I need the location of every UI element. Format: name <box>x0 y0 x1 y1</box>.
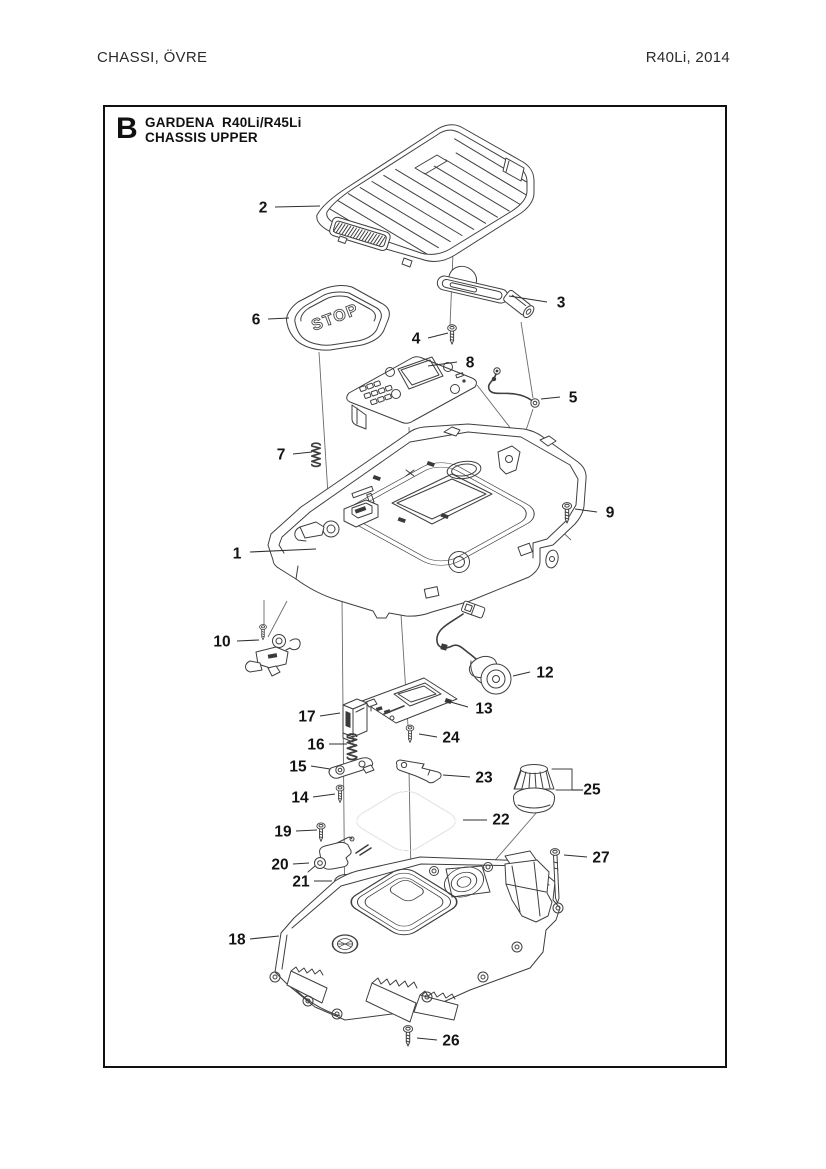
part-label-15: 15 <box>289 759 307 776</box>
part-label-17: 17 <box>298 709 315 726</box>
part-label-27: 27 <box>592 850 609 867</box>
part-label-19: 19 <box>274 824 292 841</box>
part-19-screw <box>316 822 326 842</box>
panel-title-line1: GARDENA R40Li/R45Li <box>145 115 302 130</box>
leader-line-15 <box>310 765 331 770</box>
part-label-14: 14 <box>291 790 309 807</box>
leader-line-5 <box>540 396 561 400</box>
part-25-knob <box>513 764 573 814</box>
part-26-screw <box>402 1025 414 1047</box>
leader-line-27 <box>563 854 588 858</box>
leader-line-23 <box>442 774 471 778</box>
part-2-top-cover <box>316 124 535 268</box>
part-label-26: 26 <box>442 1033 460 1050</box>
leader-line-6 <box>267 317 290 320</box>
part-1-chassis-upper <box>267 423 587 619</box>
leader-line-3 <box>508 295 548 303</box>
part-label-2: 2 <box>259 200 268 217</box>
leader-line-18 <box>249 935 280 940</box>
part-label-25: 25 <box>583 782 601 799</box>
leader-line-24 <box>418 733 438 738</box>
part-4-screw <box>447 324 457 345</box>
part-14-screw <box>335 784 345 803</box>
page-header-right: R40Li, 2014 <box>645 49 730 66</box>
part-6-stop-cover: STOP <box>286 285 390 351</box>
part-label-8: 8 <box>466 355 475 372</box>
part-5-wire <box>487 367 540 408</box>
part-label-10: 10 <box>213 634 230 651</box>
part-label-21: 21 <box>292 874 310 891</box>
part-label-1: 1 <box>233 546 242 563</box>
leader-line-10 <box>236 639 260 642</box>
leader-line-1 <box>249 548 317 553</box>
part-label-6: 6 <box>252 312 261 329</box>
part-13-pcb <box>361 677 458 724</box>
part-label-5: 5 <box>569 390 578 407</box>
leader-line-9 <box>574 508 598 513</box>
cover-grille <box>329 216 391 251</box>
part-label-24: 24 <box>442 730 460 747</box>
page-header-left: CHASSI, ÖVRE <box>97 49 208 66</box>
part-7-spring <box>310 442 322 468</box>
part-label-20: 20 <box>271 857 288 874</box>
part-23-bracket <box>395 759 442 784</box>
part-16-spring <box>346 733 358 761</box>
part-label-13: 13 <box>475 701 493 718</box>
part-20-switch <box>307 836 355 873</box>
panel-title-line2: CHASSIS UPPER <box>145 130 258 145</box>
part-label-12: 12 <box>536 665 553 682</box>
part-15-lever <box>328 757 375 779</box>
leader-line-19 <box>295 829 318 832</box>
part-label-4: 4 <box>412 331 421 348</box>
part-27-screw <box>549 848 561 904</box>
part-labels: 1234567891012131415161718192021222324252… <box>213 200 614 1050</box>
leader-line-13 <box>446 700 469 708</box>
part-10-latch-assembly <box>245 624 301 677</box>
section-letter: B <box>116 112 138 145</box>
leader-line-4 <box>427 332 449 339</box>
part-label-3: 3 <box>557 295 566 312</box>
leader-line-20 <box>292 862 310 865</box>
part-label-22: 22 <box>492 812 509 829</box>
part-label-16: 16 <box>307 737 325 754</box>
part-label-9: 9 <box>606 505 615 522</box>
part-8-keypad <box>346 356 477 430</box>
part-label-7: 7 <box>277 447 286 464</box>
part-12-buzzer <box>436 600 512 695</box>
leader-line-2 <box>274 205 321 208</box>
leader-line-7 <box>292 451 313 455</box>
leader-line-26 <box>416 1037 438 1041</box>
part-17-connector <box>342 698 368 743</box>
leader-line-14 <box>312 793 336 798</box>
part-18-chassis-lower <box>269 850 564 1023</box>
part-label-18: 18 <box>228 932 246 949</box>
leader-line-8 <box>427 361 458 367</box>
part-22-gasket <box>355 791 456 856</box>
part-label-23: 23 <box>475 770 493 787</box>
part-24-screw <box>405 724 415 743</box>
leader-line-12 <box>512 671 531 677</box>
leader-line-17 <box>319 712 341 717</box>
